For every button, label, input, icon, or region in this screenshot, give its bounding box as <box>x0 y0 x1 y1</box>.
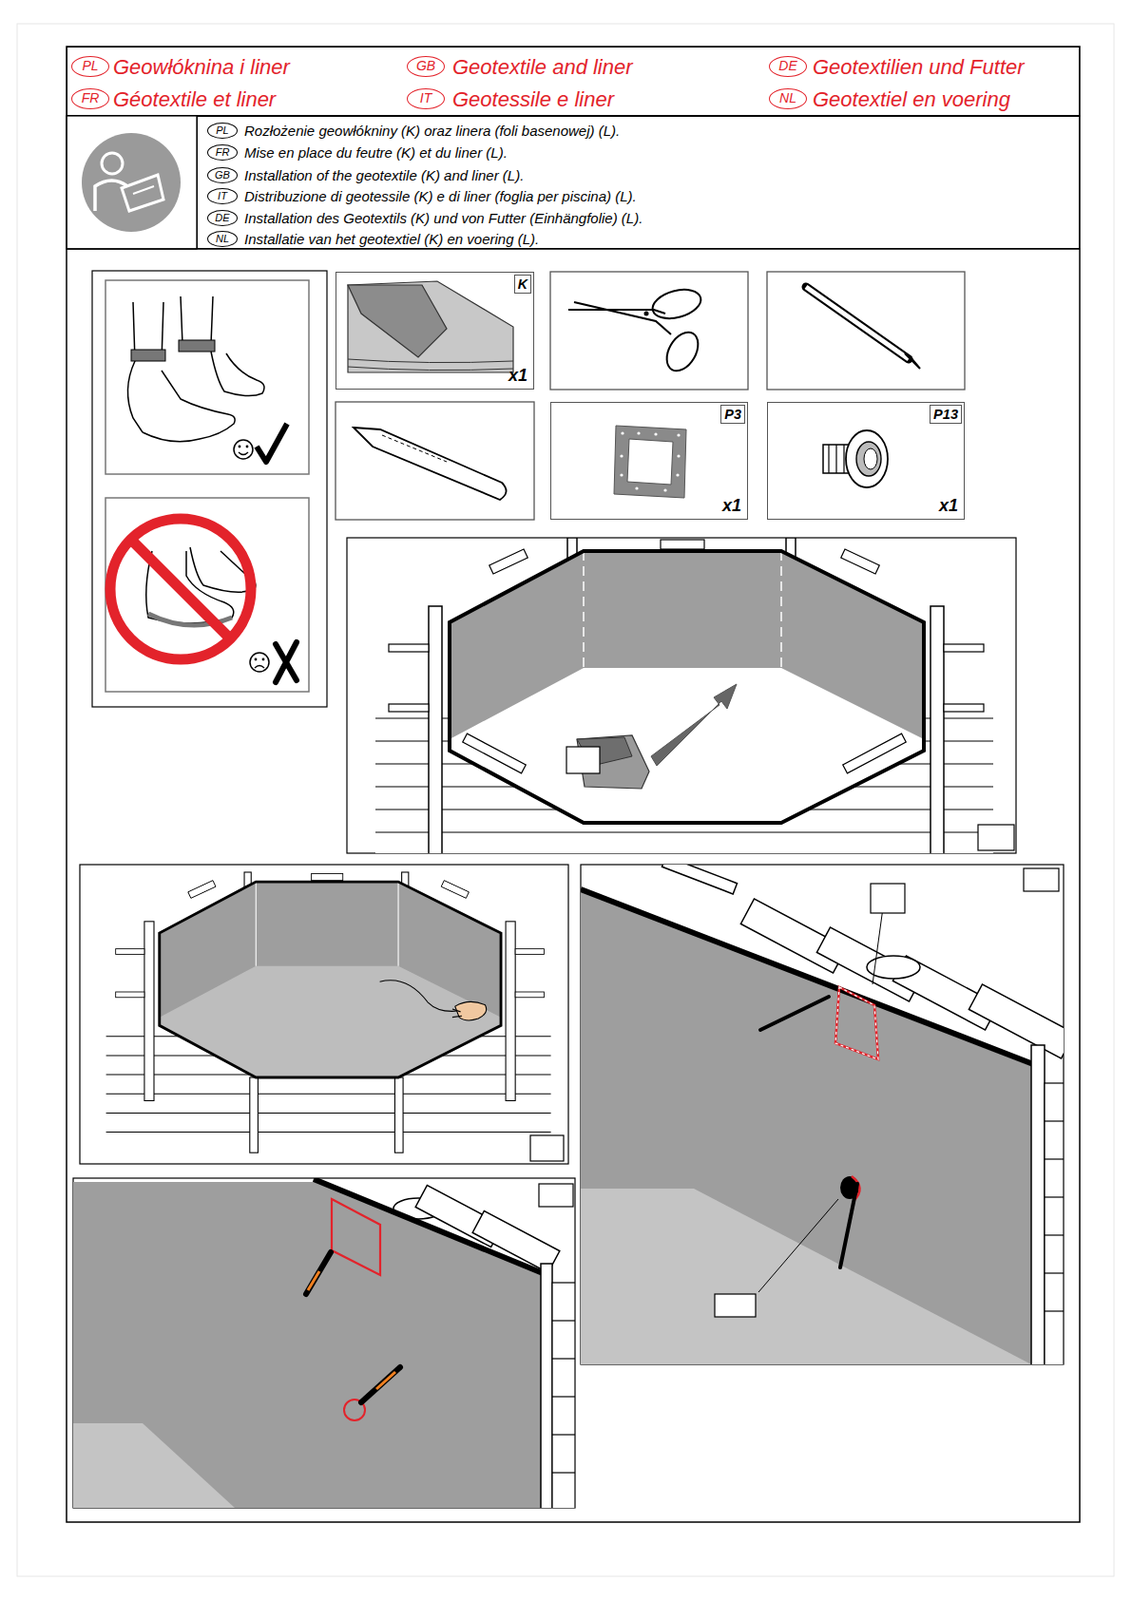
instruction-line: Rozłożenie geowłókniny (K) oraz linera (… <box>244 122 620 140</box>
language-code: IT <box>207 188 238 205</box>
instruction-line: Distribuzione di geotessile (K) e di lin… <box>244 188 637 206</box>
language-code: NL <box>207 230 238 248</box>
language-code: NL <box>768 88 807 110</box>
section-title: Géotextile et liner <box>113 87 276 113</box>
instruction-line: Installation des Geotextils (K) und von … <box>244 210 643 228</box>
language-code: IT <box>406 88 445 110</box>
instruction-line: Mise en place du feutre (K) et du liner … <box>244 144 508 162</box>
instruction-line: Installation of the geotextile (K) and l… <box>244 167 524 185</box>
part-code: P3 <box>720 404 746 424</box>
section-title: Geotessile e liner <box>452 87 614 113</box>
language-code: GB <box>406 56 445 77</box>
quantity: x1 <box>939 496 959 516</box>
language-code: DE <box>207 210 238 227</box>
title-band: Geowłóknina i linerGeotextile and linerG… <box>66 46 1080 116</box>
language-code: PL <box>71 56 110 77</box>
language-code: FR <box>207 144 238 161</box>
language-code: GB <box>207 167 238 184</box>
part-box: P13 x1 <box>767 402 965 520</box>
section-title: Geotextile and liner <box>452 55 634 80</box>
section-title: Geowłóknina i liner <box>113 55 290 80</box>
part-box: Kx1 <box>335 271 535 390</box>
instruction-box: Rozłożenie geowłókniny (K) oraz linera (… <box>196 115 1080 250</box>
quantity: x1 <box>508 365 528 385</box>
section-title: Geotextilien und Futter <box>812 55 1025 80</box>
language-code: DE <box>768 56 807 77</box>
language-code: PL <box>207 122 238 139</box>
part-code: K <box>514 274 532 294</box>
part-code: P13 <box>929 404 962 424</box>
section-title: Geotextiel en voering <box>812 87 1011 113</box>
part-box: P3 x1 <box>550 402 749 520</box>
instruction-line: Installatie van het geotextiel (K) en vo… <box>244 230 539 249</box>
language-code: FR <box>71 88 110 110</box>
quantity: x1 <box>722 496 742 516</box>
